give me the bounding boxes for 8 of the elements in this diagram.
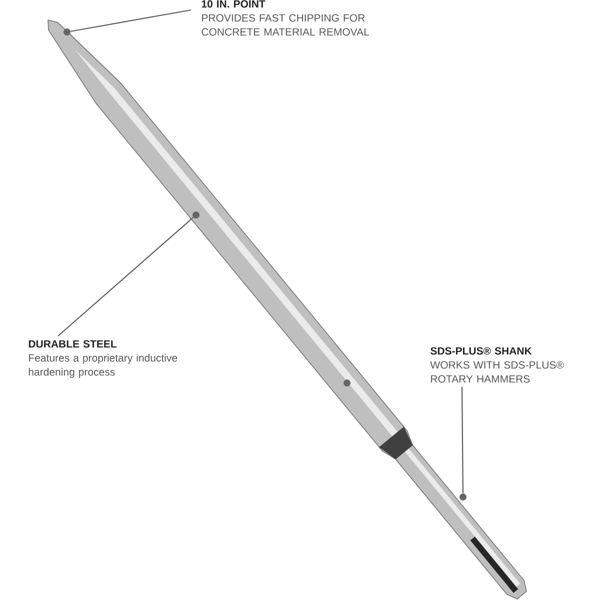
marker-dot [192, 212, 200, 218]
callout-text: DURABLE STEEL Features a proprietary inductive hardening process [28, 340, 178, 378]
leader-line [58, 217, 194, 336]
callout-text: SDS-PLUS® SHANK WORKS WITH SDS-PLUS® ROTARY HAMMERS [430, 347, 564, 383]
leader-line [461, 386, 464, 494]
marker-dot [64, 28, 70, 36]
callout-text: 10 IN. POINT PROVIDES FAST CHIPPING FOR CONCRETE MATERIAL REMOVAL [202, 0, 370, 36]
marker-dot [460, 494, 466, 500]
